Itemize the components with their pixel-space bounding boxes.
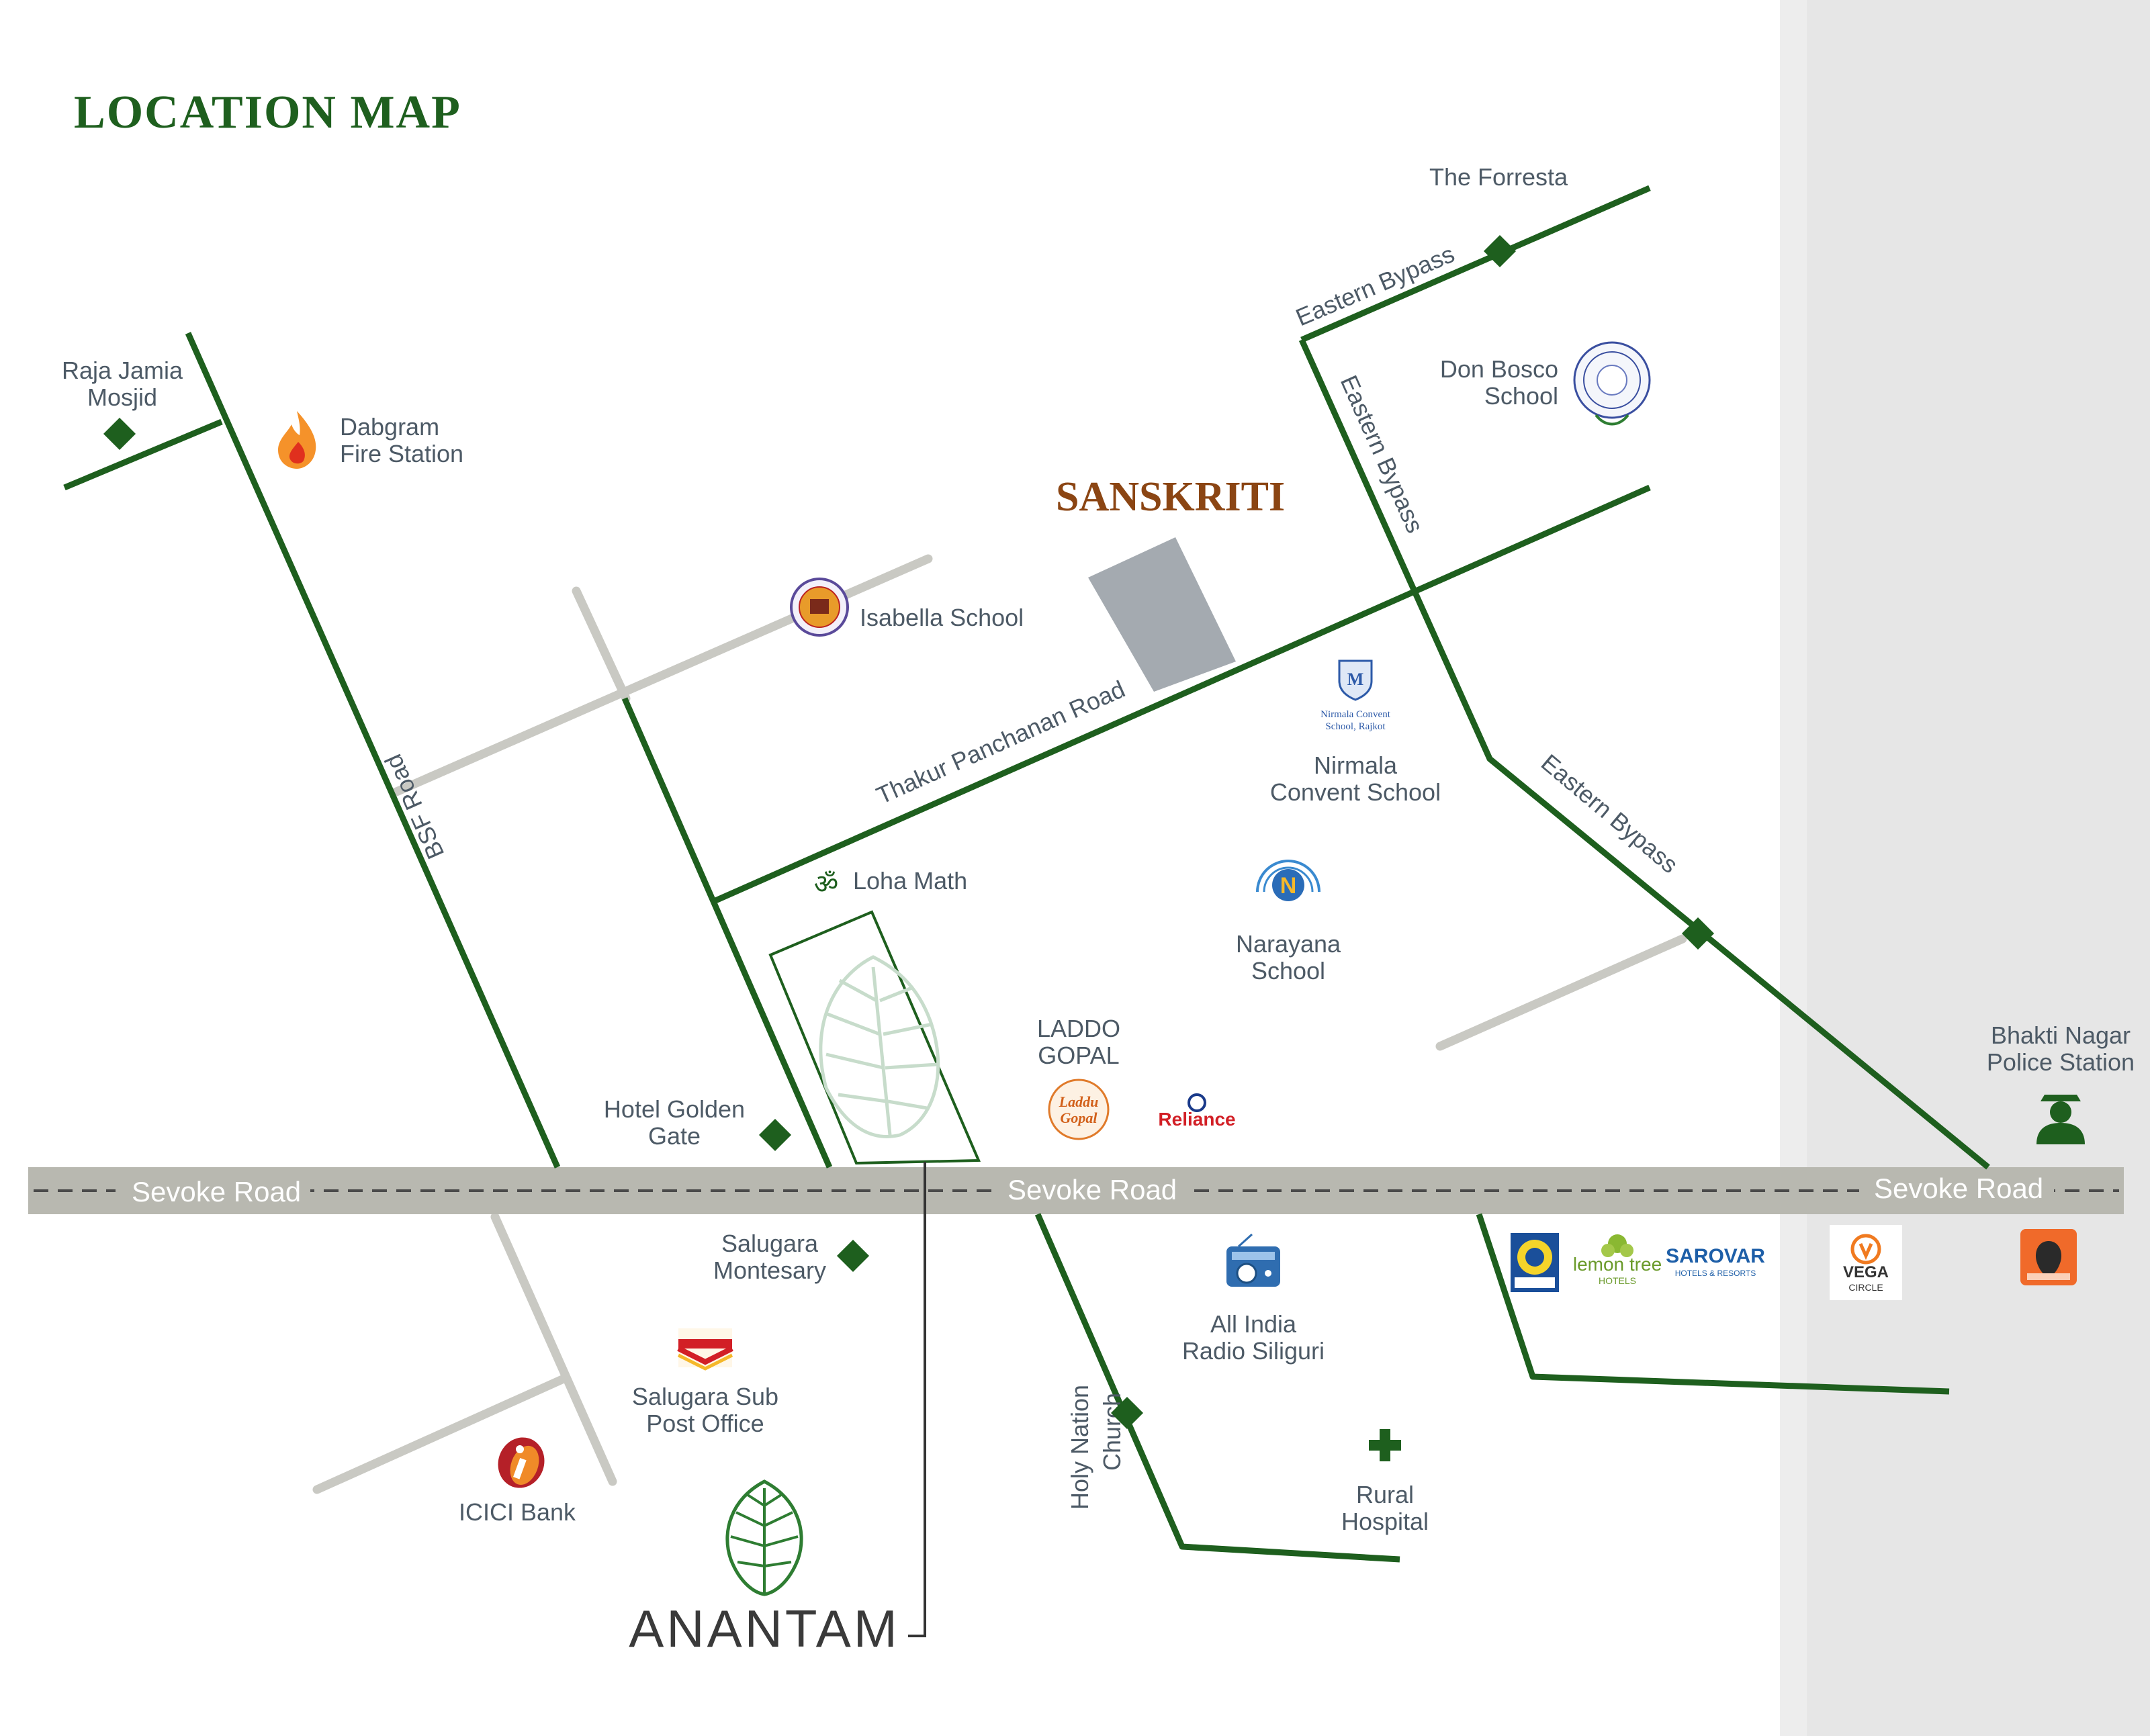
vega-text: VEGA xyxy=(1843,1263,1889,1281)
fire-icon xyxy=(278,411,316,469)
label-laddo-2: GOPAL xyxy=(1038,1042,1119,1069)
label-icici: ICICI Bank xyxy=(459,1498,576,1526)
label-lohamath: Loha Math xyxy=(853,867,967,895)
label-donbosco-1: Don Bosco xyxy=(1440,355,1558,383)
label-nirmala-1: Nirmala xyxy=(1314,751,1398,779)
label-narayana-2: School xyxy=(1251,957,1325,985)
diamond-marker-icon xyxy=(836,1239,870,1273)
sevoke-road-label-2: Sevoke Road xyxy=(1007,1174,1177,1205)
laddu-gopal-logo: Laddu Gopal xyxy=(1048,1079,1110,1140)
holy-nation-label-1: Holy Nation xyxy=(1066,1385,1093,1510)
diamond-marker-icon xyxy=(1483,234,1517,268)
label-golden-2: Gate xyxy=(648,1122,701,1150)
nirmala-logo-text-1: Nirmala Convent xyxy=(1320,709,1391,720)
laddu-logo-text-1: Laddu xyxy=(1059,1093,1099,1110)
anantam-logo: ANANTAM xyxy=(629,1479,900,1658)
narayana-school-logo: N xyxy=(1256,860,1320,901)
icici-icon xyxy=(498,1437,545,1488)
diamond-marker-icon xyxy=(1681,917,1715,950)
label-hospital-1: Rural xyxy=(1356,1481,1414,1508)
vega-circle-logo: VEGA CIRCLE xyxy=(1830,1225,1902,1300)
hospital-cross-icon xyxy=(1369,1429,1401,1461)
label-postoffice-2: Post Office xyxy=(646,1410,764,1437)
lemon-tree-text: lemon tree xyxy=(1573,1254,1662,1275)
reliance-logo-text: Reliance xyxy=(1158,1109,1235,1130)
label-golden-1: Hotel Golden xyxy=(604,1095,745,1123)
label-bhakti-1: Bhakti Nagar xyxy=(1991,1021,2131,1049)
lemon-tree-sub: HOTELS xyxy=(1599,1275,1636,1286)
label-dabgram-2: Fire Station xyxy=(340,440,463,467)
label-salugara-1: Salugara xyxy=(721,1230,819,1257)
right-panel xyxy=(1780,0,2150,1736)
label-salugara-2: Montesary xyxy=(713,1257,826,1284)
page-title: LOCATION MAP xyxy=(74,87,461,138)
label-laddo-1: LADDO xyxy=(1037,1015,1120,1042)
sarovar-text: SAROVAR xyxy=(1666,1245,1765,1267)
food-outlet-logo xyxy=(2020,1229,2077,1285)
anantam-logo-text: ANANTAM xyxy=(629,1599,900,1658)
bharat-petroleum-logo xyxy=(1511,1233,1559,1292)
vega-sub: CIRCLE xyxy=(1848,1282,1883,1293)
label-dabgram-1: Dabgram xyxy=(340,413,439,441)
nirmala-logo-text-2: School, Rajkot xyxy=(1325,721,1386,732)
label-postoffice-1: Salugara Sub xyxy=(632,1383,778,1410)
sarovar-sub: HOTELS & RESORTS xyxy=(1675,1269,1756,1278)
label-raja-1: Raja Jamia xyxy=(62,357,183,384)
diamond-marker-icon xyxy=(1110,1396,1144,1430)
label-isabella: Isabella School xyxy=(860,604,1024,631)
label-radio-2: Radio Siliguri xyxy=(1182,1337,1325,1365)
post-office-icon xyxy=(677,1328,733,1371)
svg-text:N: N xyxy=(1280,873,1297,899)
diamond-marker-icon xyxy=(103,417,136,451)
minor-roads xyxy=(312,554,1687,1494)
radio-icon xyxy=(1226,1233,1280,1287)
don-bosco-logo xyxy=(1573,341,1651,426)
nirmala-convent-logo: M Nirmala Convent School, Rajkot xyxy=(1320,659,1391,732)
reliance-logo: Reliance xyxy=(1158,1093,1236,1130)
police-icon xyxy=(2036,1095,2085,1144)
label-donbosco-2: School xyxy=(1484,382,1558,410)
label-hospital-2: Hospital xyxy=(1341,1508,1429,1535)
green-roads xyxy=(63,185,1990,1563)
svg-text:M: M xyxy=(1347,670,1364,689)
sevoke-road-label-1: Sevoke Road xyxy=(132,1176,301,1207)
label-bhakti-2: Police Station xyxy=(1987,1048,2135,1076)
label-forresta: The Forresta xyxy=(1429,163,1568,191)
sevoke-road-label-3: Sevoke Road xyxy=(1874,1173,2043,1204)
label-nirmala-2: Convent School xyxy=(1270,778,1441,806)
lemon-tree-logo: lemon tree HOTELS xyxy=(1573,1234,1662,1286)
sanskriti-building xyxy=(1088,537,1236,692)
isabella-school-logo xyxy=(790,578,849,637)
label-raja-2: Mosjid xyxy=(87,383,157,411)
om-icon: ॐ xyxy=(814,869,838,900)
label-narayana-1: Narayana xyxy=(1236,930,1341,958)
thakur-panchanan-road-label: Thakur Panchanan Road xyxy=(872,675,1129,809)
sarovar-logo: SAROVAR HOTELS & RESORTS xyxy=(1666,1245,1765,1278)
sanskriti-logo: SANSKRITI xyxy=(1056,474,1285,520)
label-radio-1: All India xyxy=(1210,1310,1297,1338)
diamond-marker-icon xyxy=(758,1118,792,1152)
anantam-plot xyxy=(768,910,981,1637)
laddu-logo-text-2: Gopal xyxy=(1061,1109,1098,1126)
